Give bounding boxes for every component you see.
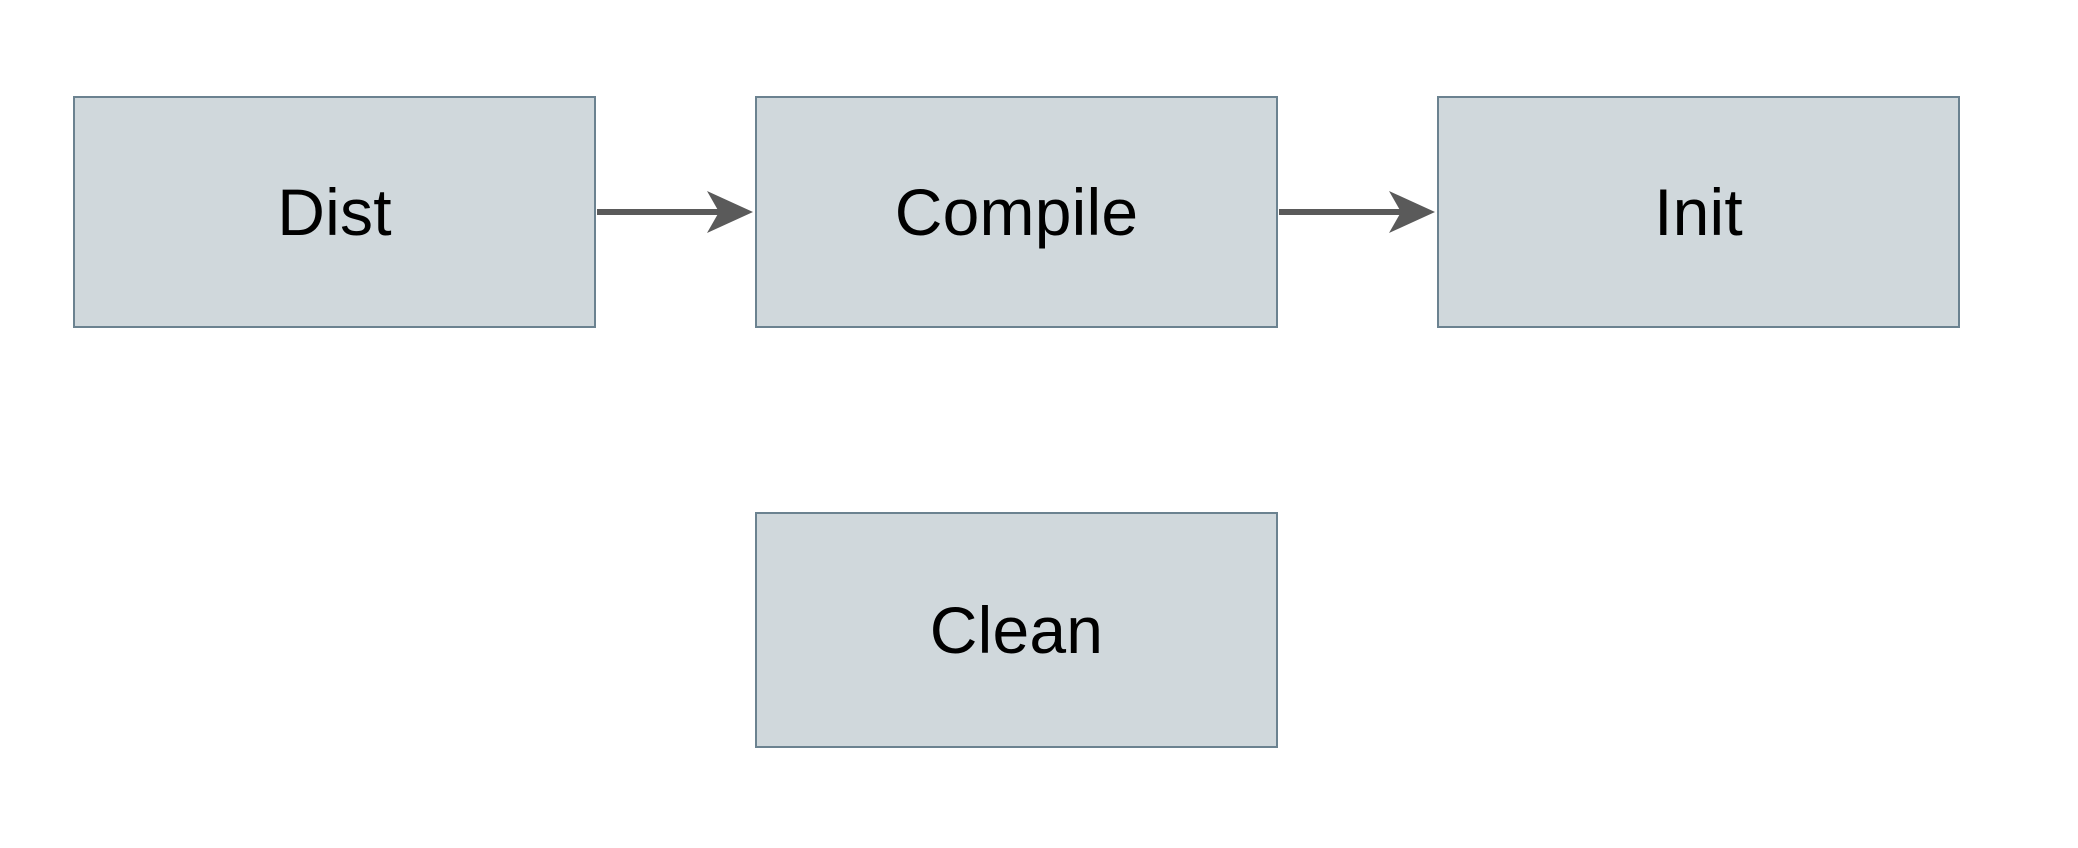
- edge-dist-to-compile[interactable]: [597, 182, 755, 242]
- arrow-dist-to-compile-icon: [597, 191, 753, 233]
- edge-compile-to-init[interactable]: [1279, 182, 1437, 242]
- arrow-compile-to-init-icon: [1279, 191, 1435, 233]
- node-compile-label: Compile: [894, 175, 1139, 249]
- node-compile[interactable]: Compile: [755, 96, 1278, 328]
- node-init-label: Init: [1654, 175, 1743, 249]
- node-clean-label: Clean: [929, 593, 1104, 667]
- node-dist[interactable]: Dist: [73, 96, 596, 328]
- node-init[interactable]: Init: [1437, 96, 1960, 328]
- node-clean[interactable]: Clean: [755, 512, 1278, 748]
- node-dist-label: Dist: [277, 175, 392, 249]
